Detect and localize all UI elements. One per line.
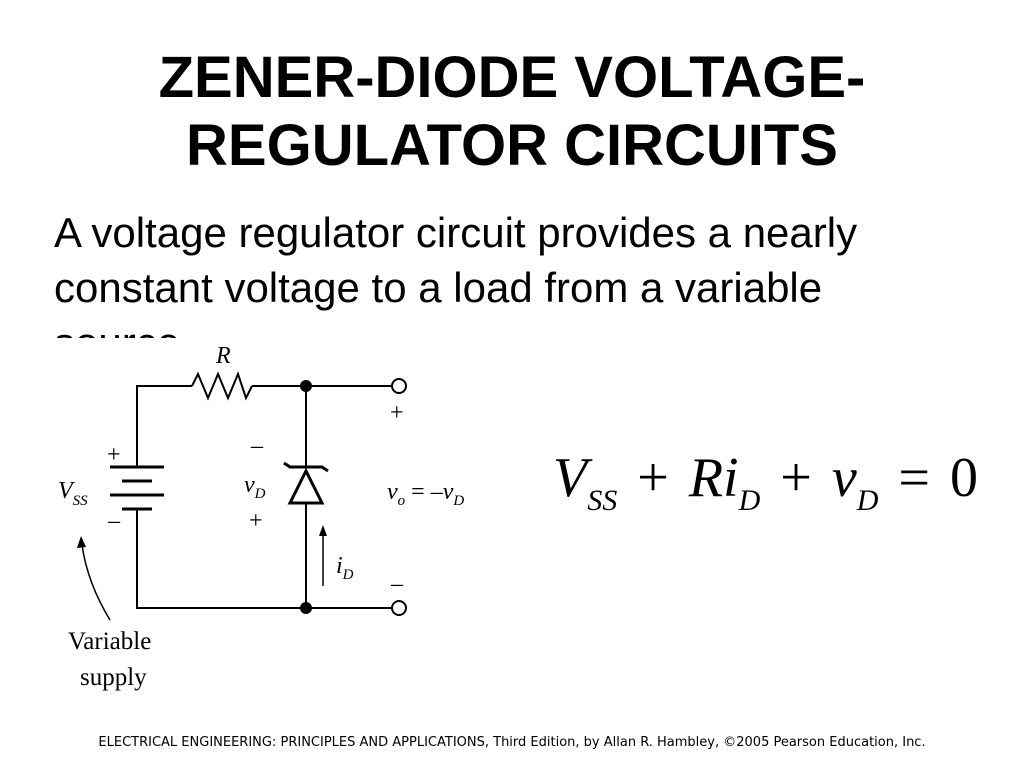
junction-dot-bottom <box>300 602 312 614</box>
eq-vss: V <box>553 447 588 509</box>
junction-dot-top <box>300 380 312 392</box>
eq-ri: Ri <box>688 447 739 509</box>
resistor-label: R <box>215 343 231 369</box>
slide-footer: ELECTRICAL ENGINEERING: PRINCIPLES AND A… <box>98 735 926 750</box>
resistor-symbol <box>191 371 253 401</box>
slide-title: ZENER-DIODE VOLTAGE- REGULATOR CIRCUITS <box>0 44 1024 180</box>
wire-left-lower <box>136 509 392 609</box>
zener-regulator-circuit-diagram: R + – VSS – vD + iD + – vo = –vD Variabl… <box>58 343 464 691</box>
output-minus-sign: – <box>390 571 404 597</box>
variable-supply-label-1: Variable <box>68 628 151 655</box>
body-line-2: constant voltage to a load from a variab… <box>54 264 823 311</box>
eq-equals: = <box>898 447 930 509</box>
eq-ri-sub: D <box>738 484 761 517</box>
zener-diode-symbol <box>283 461 329 505</box>
eq-vd-sub: D <box>856 484 879 517</box>
title-line-2: REGULATOR CIRCUITS <box>186 113 838 178</box>
body-line-1: A voltage regulator circuit provides a n… <box>54 209 858 256</box>
source-label: VSS <box>58 478 88 509</box>
body-paragraph: A voltage regulator circuit provides a n… <box>54 205 954 338</box>
variable-supply-label-2: supply <box>80 664 147 691</box>
eq-plus-2: + <box>780 447 812 509</box>
wire-top-left <box>136 385 192 467</box>
eq-vss-sub: SS <box>587 484 618 517</box>
source-plus-sign: + <box>107 442 121 468</box>
eq-vd: v <box>831 447 857 509</box>
output-terminal-top <box>391 378 407 394</box>
output-plus-sign: + <box>390 400 404 426</box>
eq-zero: 0 <box>949 447 978 509</box>
diode-voltage-label: vD <box>244 472 266 502</box>
diode-minus-sign: – <box>250 433 264 459</box>
body-line-3: source. <box>54 315 954 338</box>
source-minus-sign: – <box>107 508 121 534</box>
output-voltage-label: vo = –vD <box>387 479 464 509</box>
output-terminal-bottom <box>391 600 407 616</box>
eq-plus-1: + <box>637 447 669 509</box>
diode-plus-sign: + <box>249 508 263 534</box>
title-line-1: ZENER-DIODE VOLTAGE- <box>158 45 866 110</box>
kvl-equation: VSS + RiD + vD = 0 <box>553 438 978 541</box>
supply-arrow <box>81 544 111 621</box>
current-label: iD <box>336 553 354 583</box>
